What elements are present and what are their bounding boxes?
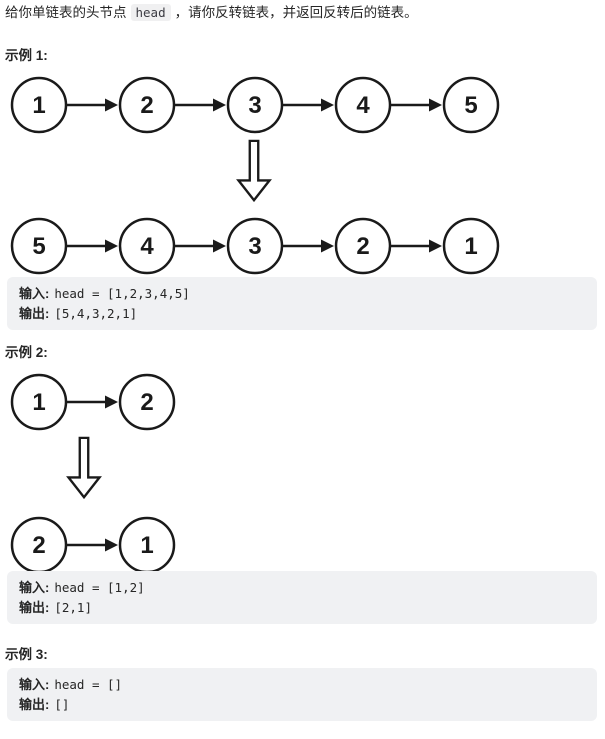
- list-node-circle: [10, 217, 68, 275]
- linked-list-svg: 1 2 3 4 5: [10, 76, 500, 134]
- statement-text-before: 给你单链表的头节点: [5, 5, 127, 20]
- list-node-circle: [226, 217, 284, 275]
- down-arrow-icon: [230, 139, 278, 203]
- node-value: 3: [248, 92, 261, 119]
- arrowhead-icon: [105, 538, 118, 552]
- arrowhead-icon: [105, 98, 118, 112]
- inline-code-head: head: [130, 4, 171, 21]
- arrowhead-icon: [213, 239, 226, 253]
- arrowhead-icon: [213, 98, 226, 112]
- list-node-circle: [118, 76, 176, 134]
- down-arrow-icon: [60, 436, 108, 500]
- down-arrow-shape: [236, 139, 272, 203]
- linked-list-example-1-before: 1 2 3 4 5: [8, 74, 502, 136]
- example-2-io-block: 输入: head = [1,2] 输出: [2,1]: [7, 571, 597, 624]
- output-line: 输出: []: [19, 695, 585, 715]
- example-1-io-block: 输入: head = [1,2,3,4,5] 输出: [5,4,3,2,1]: [7, 277, 597, 330]
- input-label: 输入:: [19, 677, 50, 692]
- node-value: 2: [32, 532, 45, 559]
- list-node-circle: [442, 76, 500, 134]
- input-line: 输入: head = [1,2,3,4,5]: [19, 284, 585, 304]
- node-value: 5: [464, 92, 477, 119]
- node-value: 2: [140, 92, 153, 119]
- list-node-circle: [10, 373, 68, 431]
- example-1-heading: 示例 1:: [5, 48, 48, 63]
- input-label: 输入:: [19, 286, 50, 301]
- list-node-circle: [118, 217, 176, 275]
- linked-list-svg: 5 4 3 2 1: [10, 217, 500, 275]
- output-line: 输出: [5,4,3,2,1]: [19, 304, 585, 324]
- example-2-heading: 示例 2:: [5, 345, 48, 360]
- input-label: 输入:: [19, 580, 50, 595]
- list-node-circle: [118, 373, 176, 431]
- linked-list-example-1-after: 5 4 3 2 1: [8, 215, 502, 277]
- arrowhead-icon: [429, 239, 442, 253]
- arrowhead-icon: [321, 98, 334, 112]
- arrowhead-icon: [321, 239, 334, 253]
- input-value: head = [1,2,3,4,5]: [54, 286, 190, 301]
- output-label: 输出:: [19, 306, 50, 321]
- list-node-circle: [10, 76, 68, 134]
- arrowhead-icon: [105, 239, 118, 253]
- example-3-io-block: 输入: head = [] 输出: []: [7, 668, 597, 721]
- arrowhead-icon: [105, 395, 118, 409]
- node-value: 1: [32, 92, 45, 119]
- input-value: head = [1,2]: [54, 580, 145, 595]
- example-3-heading: 示例 3:: [5, 647, 48, 662]
- list-node-circle: [334, 76, 392, 134]
- output-value: []: [54, 697, 70, 712]
- output-label: 输出:: [19, 600, 50, 615]
- node-value: 4: [140, 233, 154, 260]
- node-value: 2: [140, 389, 153, 416]
- output-value: [2,1]: [54, 600, 92, 615]
- node-value: 3: [248, 233, 261, 260]
- input-value: head = []: [54, 677, 123, 692]
- output-line: 输出: [2,1]: [19, 598, 585, 618]
- list-node-circle: [334, 217, 392, 275]
- input-line: 输入: head = [1,2]: [19, 578, 585, 598]
- output-label: 输出:: [19, 697, 50, 712]
- statement-text-after: ，请你反转链表，并返回反转后的链表。: [174, 5, 418, 20]
- list-node-circle: [442, 217, 500, 275]
- node-value: 5: [32, 233, 45, 260]
- node-value: 1: [140, 532, 153, 559]
- node-value: 2: [356, 233, 369, 260]
- node-value: 4: [356, 92, 370, 119]
- arrowhead-icon: [429, 98, 442, 112]
- node-value: 1: [32, 389, 45, 416]
- output-value: [5,4,3,2,1]: [54, 306, 138, 321]
- node-value: 1: [464, 233, 477, 260]
- list-node-circle: [226, 76, 284, 134]
- down-arrow-shape: [66, 436, 102, 500]
- input-line: 输入: head = []: [19, 675, 585, 695]
